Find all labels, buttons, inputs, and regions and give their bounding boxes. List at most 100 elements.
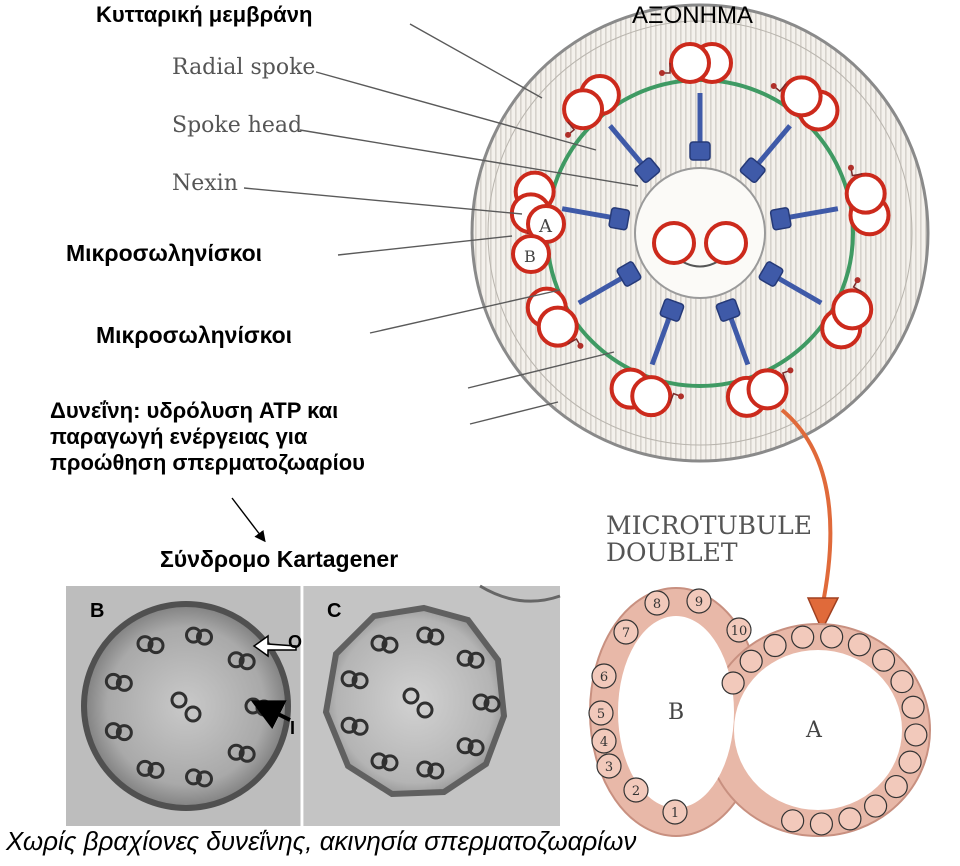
cilium-section-b [81,601,291,811]
radial-spoke-label: Radial spoke [172,55,316,80]
protofilament [588,700,614,726]
protofilament-number: 1 [671,806,679,821]
protofilament [596,753,622,779]
central-microtubule [652,221,696,265]
spoke-head [659,298,685,322]
protofilament [884,774,908,799]
protofilament [613,619,639,645]
doublet-tubule-a [562,88,605,131]
em-doublet [467,739,485,757]
spoke-head-label: Spoke head [172,113,303,138]
dynein-arm-tip [770,83,777,90]
protofilament [644,590,670,616]
axoneme-cross-section [470,3,930,463]
em-doublet [416,760,434,778]
em-doublet [104,722,122,740]
tubule-b-circle [511,234,551,274]
doublet-tubule-a [630,375,673,418]
panel-b-label: B [90,600,105,622]
protofilament [809,812,834,836]
em-doublet [227,651,245,669]
em-doublet [147,637,165,655]
tubule-a-lumen [734,650,902,810]
em-doublet [416,626,434,644]
tubule-a-protofilaments [721,625,928,836]
spoke-head [758,261,784,287]
panel-c-label: C [327,600,342,622]
protofilament [898,750,922,774]
em-doublet [115,724,133,742]
dynein-arm-tip [787,367,794,374]
em-doublet [381,754,399,772]
microtubules-label-1: Μικροσωληνίσκοι [66,240,263,266]
dynein-arm-tip [577,342,584,349]
cell-membrane-label: Κυτταρική μεμβράνη [96,2,313,27]
em-doublet [185,626,203,644]
protofilament-number: 9 [695,595,703,610]
em-doublet [427,628,445,646]
protofilament-number: 5 [597,707,605,722]
protofilament [721,671,745,695]
protofilament [847,633,872,657]
protofilament [871,648,896,672]
em-doublet [370,634,388,652]
protofilament [686,588,712,614]
spoke-head [739,157,766,184]
em-doublet [467,651,485,669]
em-doublet [472,693,490,711]
em-doublet [456,649,474,667]
em-doublet [136,759,154,777]
protofilament [890,669,914,694]
em-doublet [104,672,122,690]
dynein-arm-tip [847,164,854,171]
kartagener-label: Σύνδρομο Kartagener [160,546,399,572]
spoke-head [689,141,711,161]
protofilament [763,633,787,658]
em-micrographs [66,584,561,826]
doublet-tubule-a [746,368,789,411]
protofilament [820,625,844,649]
em-doublet [351,672,369,690]
em-central [184,705,202,723]
em-doublet [238,653,256,671]
em-doublet [147,761,165,779]
dynein-line-2: παραγωγή ενέργειας για [50,423,308,449]
protofilament [864,794,888,818]
outer-arm-arrow [252,634,297,658]
em-doublet [196,628,214,646]
protofilament [591,663,617,689]
tubule-b-label: B [668,700,685,725]
tubule-a-label: A [806,718,822,743]
em-doublet [340,716,358,734]
doublet-tubule-a [536,305,579,348]
zoom-arrow [780,408,833,609]
em-doublet [427,762,445,780]
em-doublet [185,768,203,786]
dynein-arm-tip [565,131,572,138]
doublet-tubule-a [844,172,887,215]
tubule-b-lumen [618,616,734,808]
radial-spokes [561,93,839,366]
protofilament-number: 4 [600,735,608,750]
dynein-arm-tip [854,277,861,284]
svg-text:A: A [538,216,553,237]
protofilament [838,807,862,831]
footer-caption: Χωρίς βραχίονες δυνεΐνης, ακινησία σπερμ… [6,826,637,856]
em-doublet [196,770,214,788]
em-doublet [370,752,388,770]
em-central [416,701,434,719]
inner-arm-label: I [290,718,296,738]
dynein-arm-tip [677,393,684,400]
protofilament [662,799,688,825]
protofilament-number: 2 [632,784,640,799]
spoke-head [769,207,792,231]
em-central [170,691,188,709]
outer-doublets [509,42,891,418]
nexin-label: Nexin [172,171,238,196]
doublet-tubule-a [780,75,823,118]
em-doublet [381,636,399,654]
em-doublet [483,695,501,713]
